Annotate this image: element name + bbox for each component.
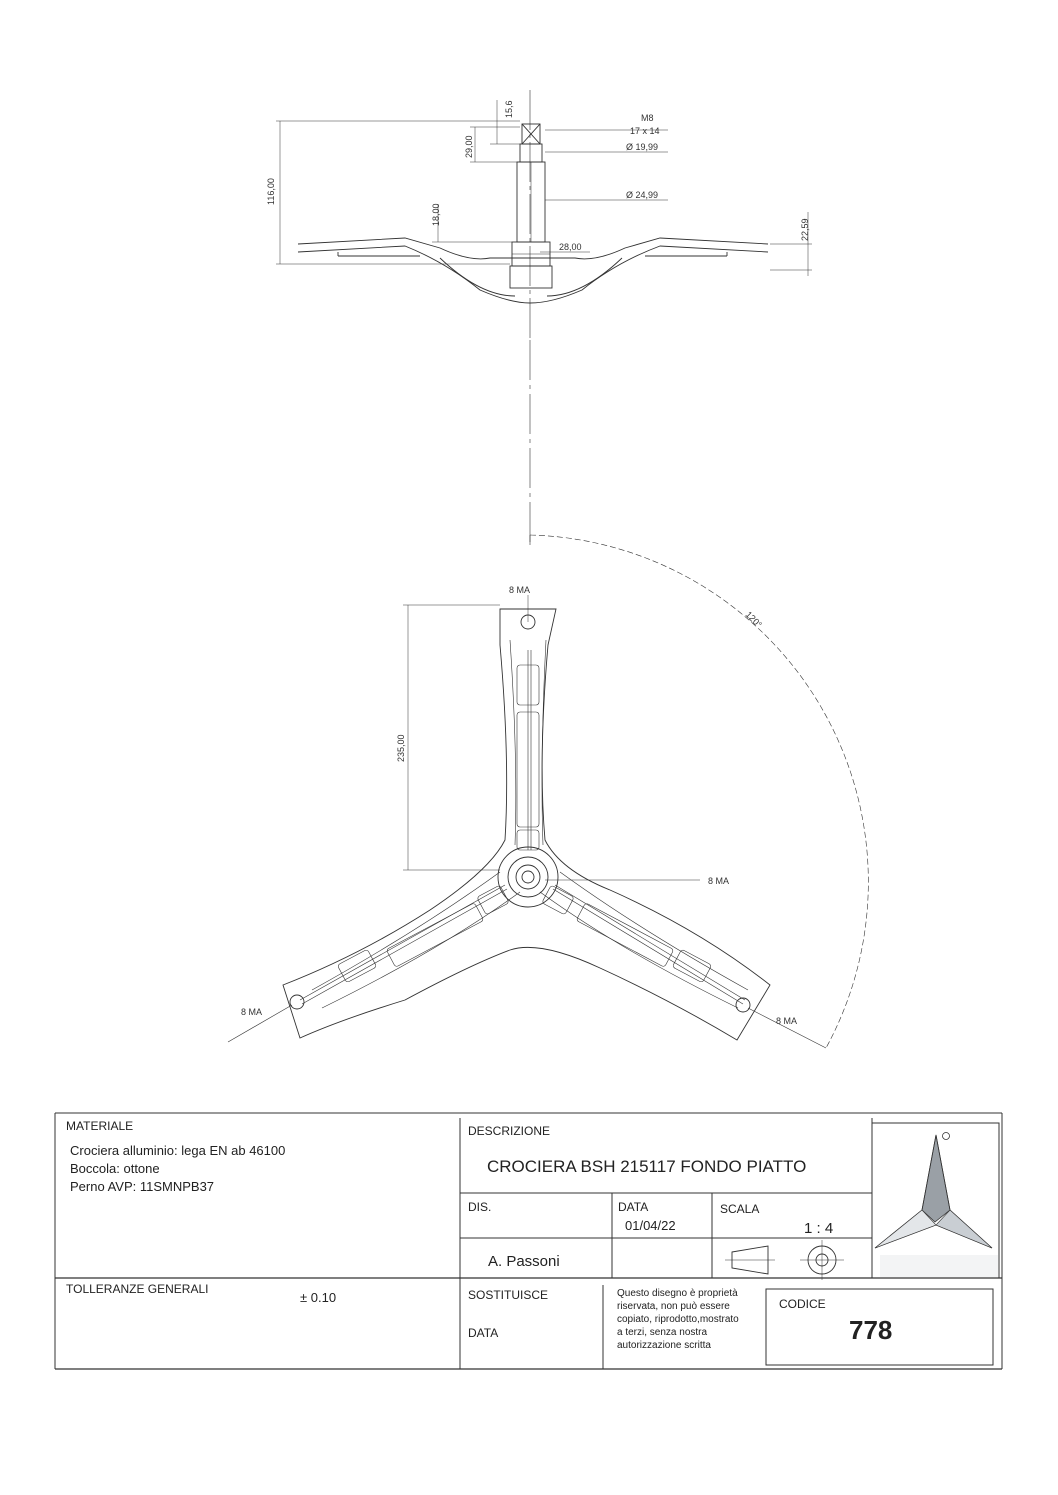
tolleranze-label: TOLLERANZE GENERALI [66, 1282, 209, 1296]
materiale-line-3: Perno AVP: 11SMNPB37 [70, 1179, 215, 1194]
codice-label: CODICE [779, 1297, 826, 1311]
author-name: A. Passoni [488, 1253, 560, 1270]
dim-235: 235,00 [396, 734, 406, 762]
notice-line-3: copiato, riprodotto,mostrato [617, 1314, 739, 1325]
dim-m8: M8 [641, 113, 654, 123]
descrizione-value: CROCIERA BSH 215117 FONDO PIATTO [487, 1157, 807, 1176]
dim-116: 116,00 [266, 178, 276, 205]
dim-24-99: Ø 24,99 [626, 190, 658, 200]
notice-line-1: Questo disegno è proprietà [617, 1288, 738, 1299]
hole-label-right: 8 MA [776, 1016, 797, 1026]
side-view [276, 90, 812, 545]
tolleranze-value: ± 0.10 [300, 1290, 337, 1305]
angle-arc [529, 534, 869, 1049]
notice-line-5: autorizzazione scritta [617, 1340, 711, 1351]
dim-17x14: 17 x 14 [630, 126, 660, 136]
data-value: 01/04/22 [625, 1218, 676, 1233]
hole-label-left: 8 MA [241, 1007, 262, 1017]
spider-outline [282, 608, 771, 1041]
materiale-line-1: Crociera alluminio: lega EN ab 46100 [70, 1143, 286, 1158]
dim-28: 28,00 [559, 242, 582, 252]
data-label: DATA [618, 1200, 649, 1214]
company-logo-icon [874, 1132, 998, 1277]
hole-left [289, 994, 305, 1010]
dim-18: 18,00 [431, 203, 441, 226]
notice-line-2: riservata, non può essere [617, 1301, 730, 1312]
dis-label: DIS. [468, 1200, 492, 1214]
scala-label: SCALA [720, 1202, 760, 1216]
hub-outer [497, 846, 559, 908]
dim-22-59: 22,59 [800, 218, 810, 241]
title-block-frame [54, 1112, 1003, 1370]
sostituisce-label: SOSTITUISCE [468, 1288, 549, 1302]
scala-value: 1 : 4 [804, 1220, 834, 1237]
spider-profile [297, 237, 769, 260]
dim-15-6: 15,6 [504, 100, 514, 118]
hole-label-top: 8 MA [509, 585, 530, 595]
hole-label-center: 8 MA [708, 876, 729, 886]
dimension-labels: 15,6 29,00 116,00 18,00 28,00 22,59 M8 1… [241, 100, 810, 1026]
shaft-neck [519, 143, 543, 163]
dim-angle: 120° [744, 609, 765, 630]
hole-right [735, 997, 751, 1013]
notice-line-4: a terzi, senza nostra [617, 1327, 708, 1338]
dim-29: 29,00 [464, 135, 474, 158]
materiale-line-2: Boccola: ottone [70, 1161, 160, 1176]
codice-value: 778 [849, 1315, 893, 1345]
top-view [227, 534, 869, 1049]
dim-19-99: Ø 19,99 [626, 142, 658, 152]
projection-symbol-icon [725, 1240, 844, 1280]
descrizione-label: DESCRIZIONE [468, 1124, 551, 1138]
materiale-label: MATERIALE [66, 1119, 134, 1133]
data2-label: DATA [468, 1326, 499, 1340]
